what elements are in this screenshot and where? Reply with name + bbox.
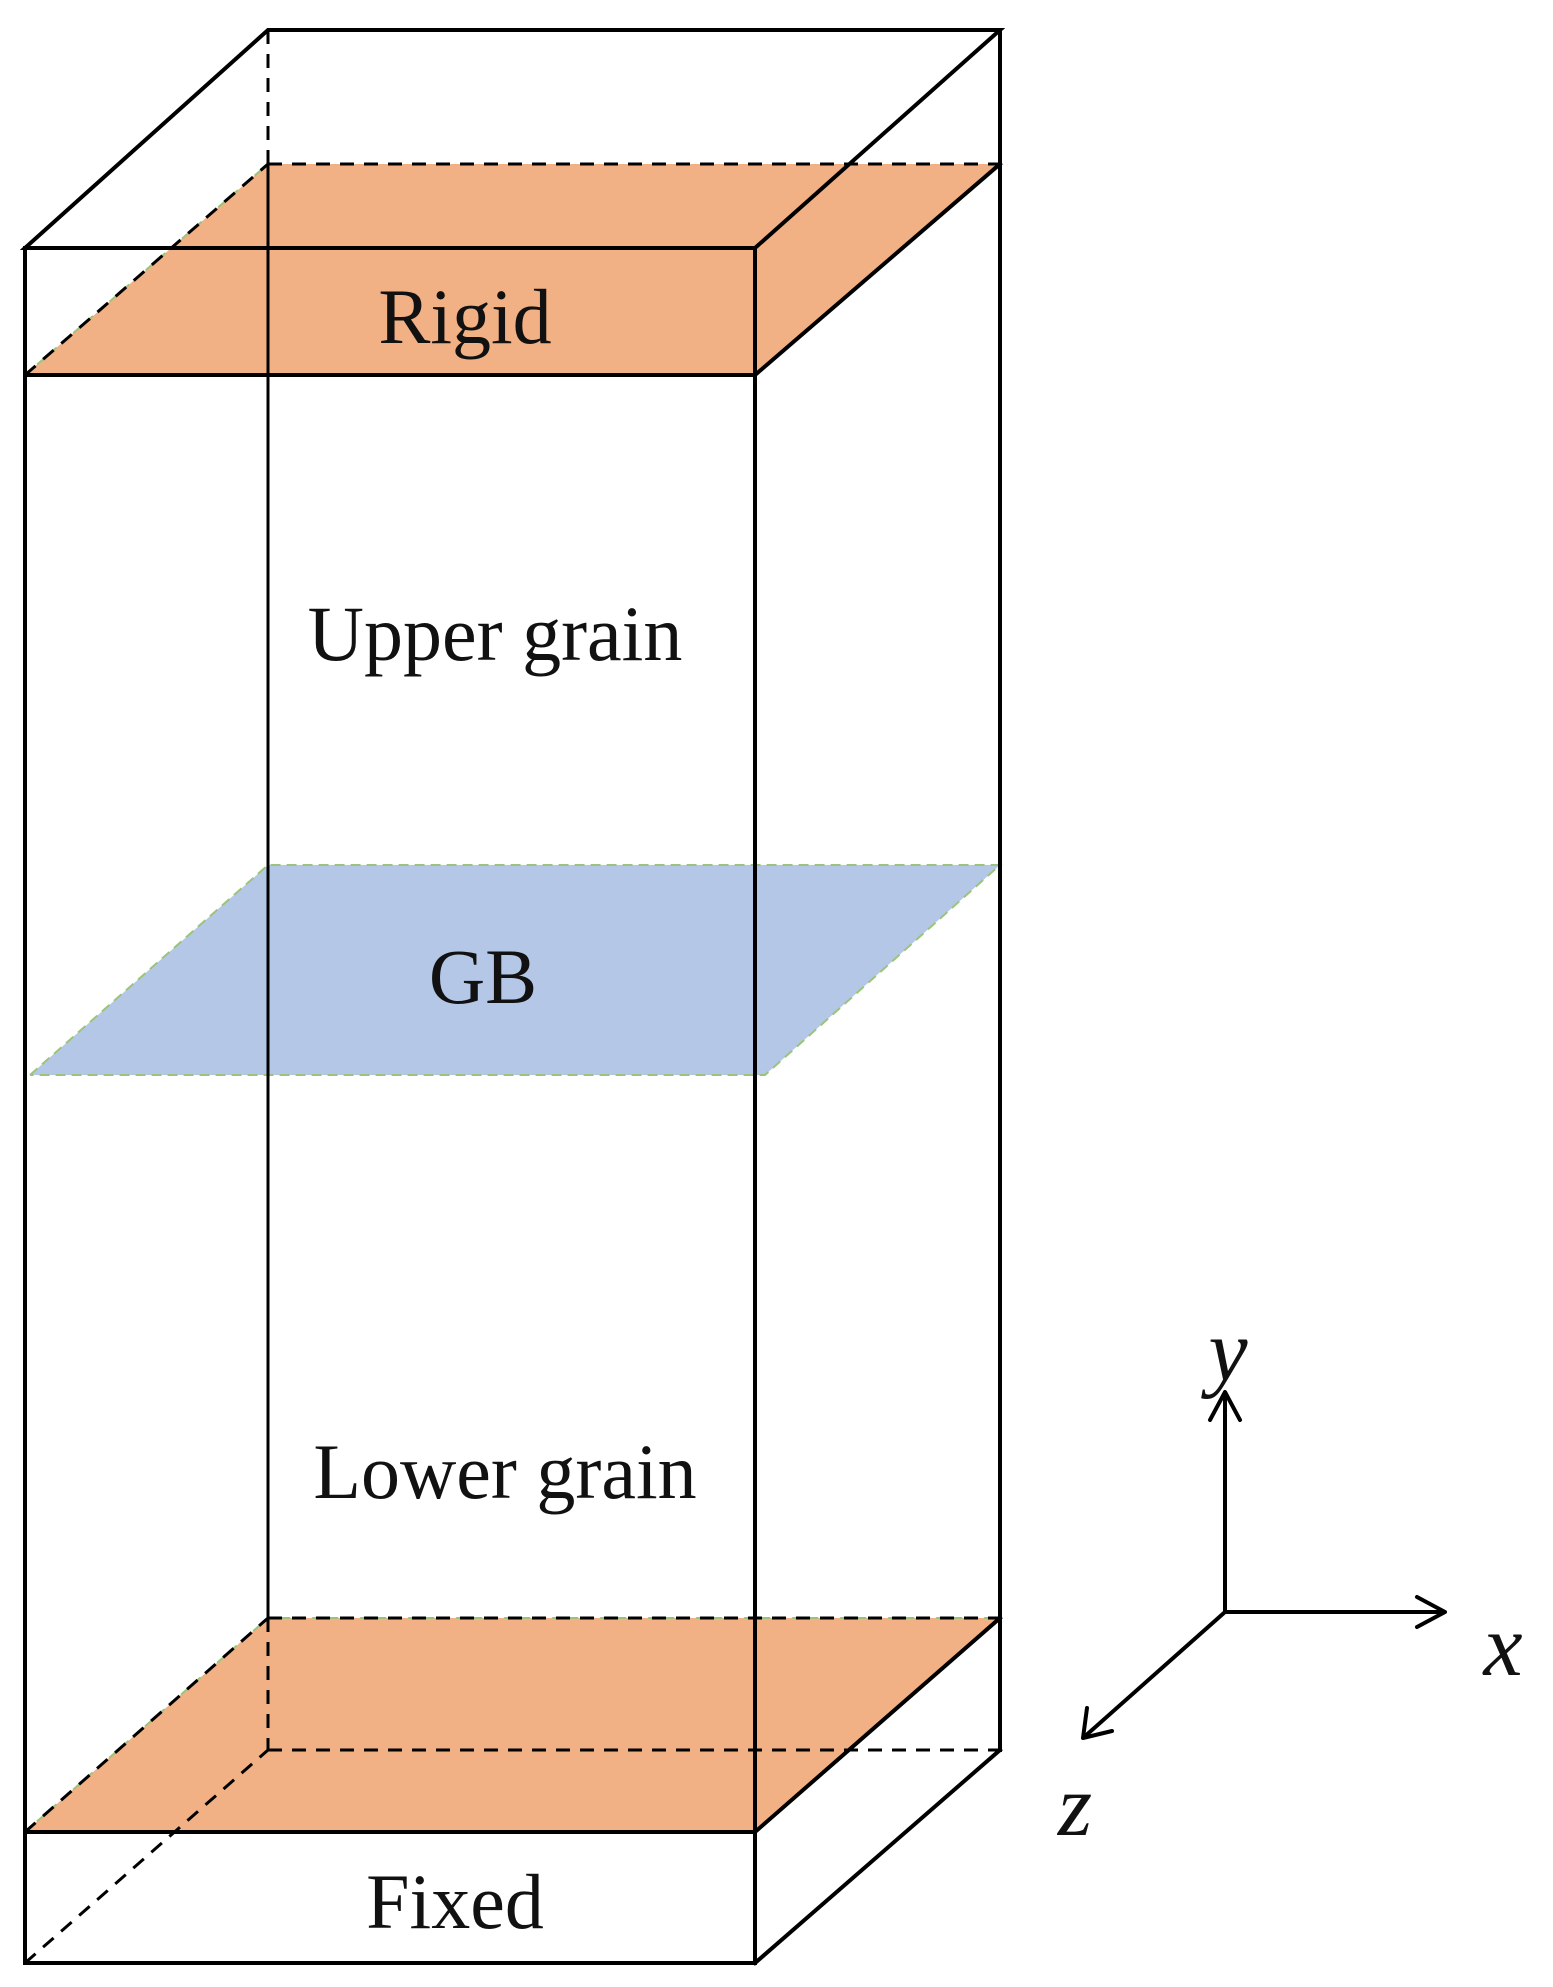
edge-front-face [23, 246, 757, 1965]
x-axis-label: x [1481, 1598, 1522, 1695]
gb-label: GB [429, 933, 537, 1020]
edge-bottom-right-diagonal [752, 1747, 1003, 1966]
x-axis-arrowhead [1415, 1595, 1447, 1629]
hidden-edge-fixed-left [24, 1616, 269, 1834]
edge-fixed-right-diagonal [752, 1615, 1003, 1835]
z-axis-arrowhead [1081, 1706, 1114, 1740]
z-axis-label: z [1057, 1758, 1092, 1855]
y-axis-arrowhead [1208, 1390, 1242, 1422]
z-axis-line [1081, 1610, 1227, 1740]
coordinate-axes: y x z [1057, 1303, 1523, 1855]
hidden-edge-bottom-left [24, 1748, 269, 1965]
rigid-label: Rigid [378, 273, 551, 360]
fixed-label: Fixed [366, 1858, 544, 1945]
y-axis-label: y [1200, 1303, 1248, 1400]
fixed-layer-plane [25, 1618, 1000, 1832]
visible-edges [19, 28, 1006, 1966]
hidden-edge-rigid-left [24, 162, 269, 377]
hidden-edges [24, 30, 1000, 1965]
grain-boundary-plane [30, 865, 1000, 1075]
upper-grain-label: Upper grain [308, 590, 683, 677]
lower-grain-label: Lower grain [313, 1428, 696, 1515]
edge-rigid-right-diagonal [752, 161, 1003, 378]
